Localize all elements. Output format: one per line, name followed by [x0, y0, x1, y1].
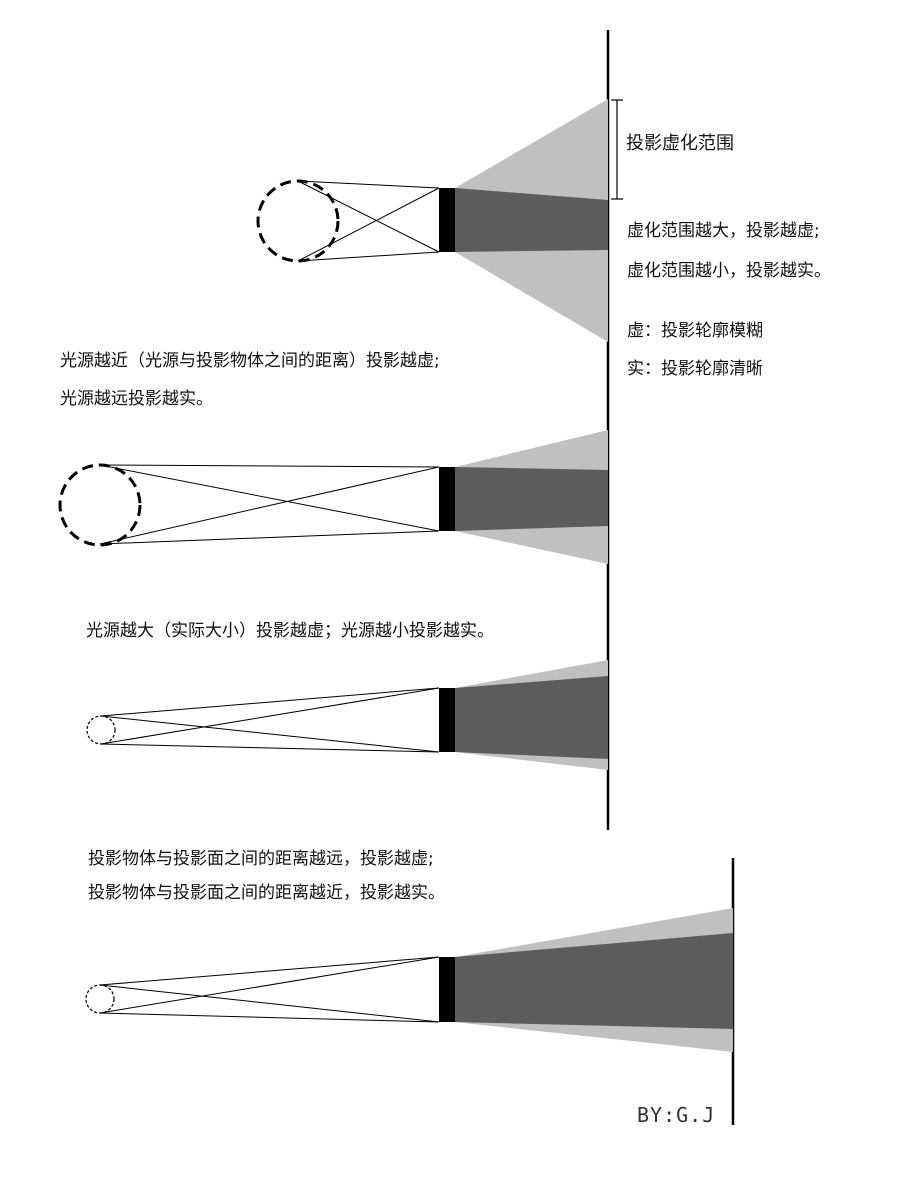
caption-screen-distance-2: 投影物体与投影面之间的距离越近，投影越实。 — [88, 883, 445, 903]
caption-light-distance-2: 光源越远投影越实。 — [60, 389, 213, 409]
scene-far-surface — [85, 908, 733, 1052]
author-signature: BY:G.J — [637, 1103, 716, 1127]
note-sharp-definition: 实：投影轮廓清晰 — [627, 359, 763, 379]
scene-far-light — [58, 430, 608, 564]
light-source-circle — [86, 715, 116, 745]
light-source-circle — [58, 463, 142, 547]
note-blurry-definition: 虚：投影轮廓模糊 — [627, 321, 763, 341]
scene-near-light — [256, 99, 623, 342]
note-range-small: 虚化范围越小，投影越实。 — [627, 261, 831, 281]
caption-light-distance-1: 光源越近（光源与投影物体之间的距离）投影越虚; — [60, 351, 440, 371]
object-block — [439, 188, 455, 252]
object-block — [439, 957, 455, 1022]
umbra-region — [455, 188, 608, 252]
object-block — [439, 688, 455, 752]
caption-light-size: 光源越大（实际大小）投影越虚；光源越小投影越实。 — [86, 621, 494, 641]
range-bracket — [611, 99, 623, 200]
note-range-large: 虚化范围越大，投影越虚; — [627, 221, 820, 241]
object-block — [439, 467, 455, 531]
scene-small-light — [86, 660, 608, 770]
range-label: 投影虚化范围 — [626, 133, 734, 154]
light-source-circle — [85, 984, 115, 1014]
caption-screen-distance-1: 投影物体与投影面之间的距离越远，投影越虚; — [88, 849, 434, 869]
umbra-region — [455, 676, 608, 759]
light-source-circle — [256, 179, 340, 263]
umbra-region — [455, 933, 733, 1029]
umbra-region — [455, 467, 608, 531]
